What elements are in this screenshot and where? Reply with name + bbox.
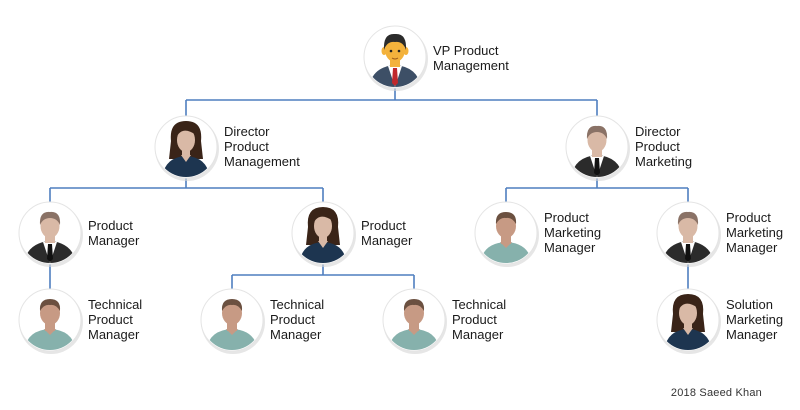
avatar-male-suit-icon — [656, 201, 721, 267]
avatar-male-suit-icon — [565, 115, 630, 181]
node-label-pmm-1: Product Marketing Manager — [544, 210, 602, 255]
node-label-pm-1: Product Manager — [88, 218, 140, 248]
avatar-female-dark-hair-icon — [291, 201, 356, 267]
avatar-male-casual-icon — [200, 288, 265, 354]
avatar-male-casual-icon — [474, 201, 539, 267]
connector-lines — [49, 88, 689, 289]
node-label-vp: VP Product Management — [433, 43, 509, 73]
avatar-female-dark-hair-icon — [656, 288, 721, 354]
avatar-female-dark-hair-icon — [154, 115, 219, 181]
node-label-tpm-3: Technical Product Manager — [452, 297, 507, 342]
node-label-smm: Solution Marketing Manager — [726, 297, 784, 342]
credit-text: 2018 Saeed Khan — [670, 387, 762, 399]
node-label-pmm-2: Product Marketing Manager — [726, 210, 784, 255]
avatar-male-suit-icon — [18, 201, 83, 267]
node-label-tpm-1: Technical Product Manager — [88, 297, 143, 342]
avatars — [18, 25, 721, 354]
node-label-tpm-2: Technical Product Manager — [270, 297, 325, 342]
avatar-male-casual-icon — [18, 288, 83, 354]
avatar-male-casual-icon — [382, 288, 447, 354]
node-label-dir-mkt: Director Product Marketing — [635, 124, 693, 169]
node-label-pm-2: Product Manager — [361, 218, 413, 248]
node-label-dir-pm: Director Product Management — [224, 124, 300, 169]
avatar-male-suit-red-tie-icon — [363, 25, 428, 91]
